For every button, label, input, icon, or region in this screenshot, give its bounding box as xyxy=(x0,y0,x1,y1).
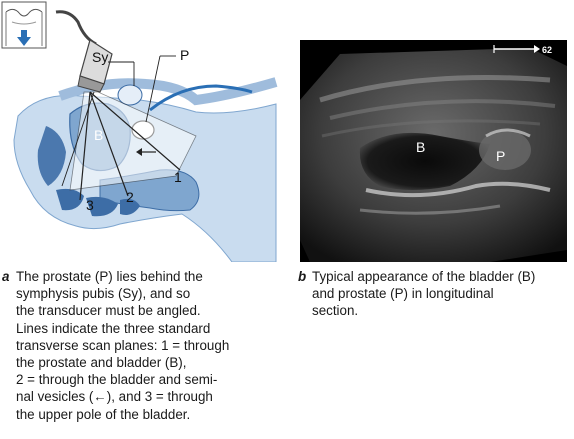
label-plane-3: 3 xyxy=(86,197,94,213)
caption-a-letter: a xyxy=(2,269,10,284)
label-prostate: P xyxy=(180,47,189,63)
figure-a-diagram: Sy P B 1 2 3 xyxy=(0,0,280,263)
scale-value: 62 xyxy=(542,45,552,55)
figure-b-svg: 62 B P xyxy=(300,40,567,262)
caption-a: a The prostate (P) lies behind the symph… xyxy=(2,268,287,423)
us-label-prostate: P xyxy=(496,148,505,164)
us-label-bladder: B xyxy=(416,139,425,155)
label-plane-1: 1 xyxy=(174,169,182,185)
caption-b: b Typical appearance of the bladder (B) … xyxy=(298,268,568,320)
label-bladder: B xyxy=(94,127,103,143)
label-plane-2: 2 xyxy=(126,189,134,205)
caption-b-letter: b xyxy=(298,269,307,284)
scale-bar xyxy=(493,45,540,53)
figure-b-ultrasound: 62 B P xyxy=(300,40,567,262)
transducer-orientation-icon xyxy=(1,1,47,49)
transducer-probe xyxy=(55,10,113,93)
caption-b-text: Typical appearance of the bladder (B) an… xyxy=(312,269,536,319)
ultrasound-bladder xyxy=(359,132,490,190)
label-symphysis: Sy xyxy=(92,49,108,65)
figure-a-svg: Sy P B 1 2 3 xyxy=(1,1,278,263)
caption-a-text: The prostate (P) lies behind the symphys… xyxy=(16,269,230,422)
